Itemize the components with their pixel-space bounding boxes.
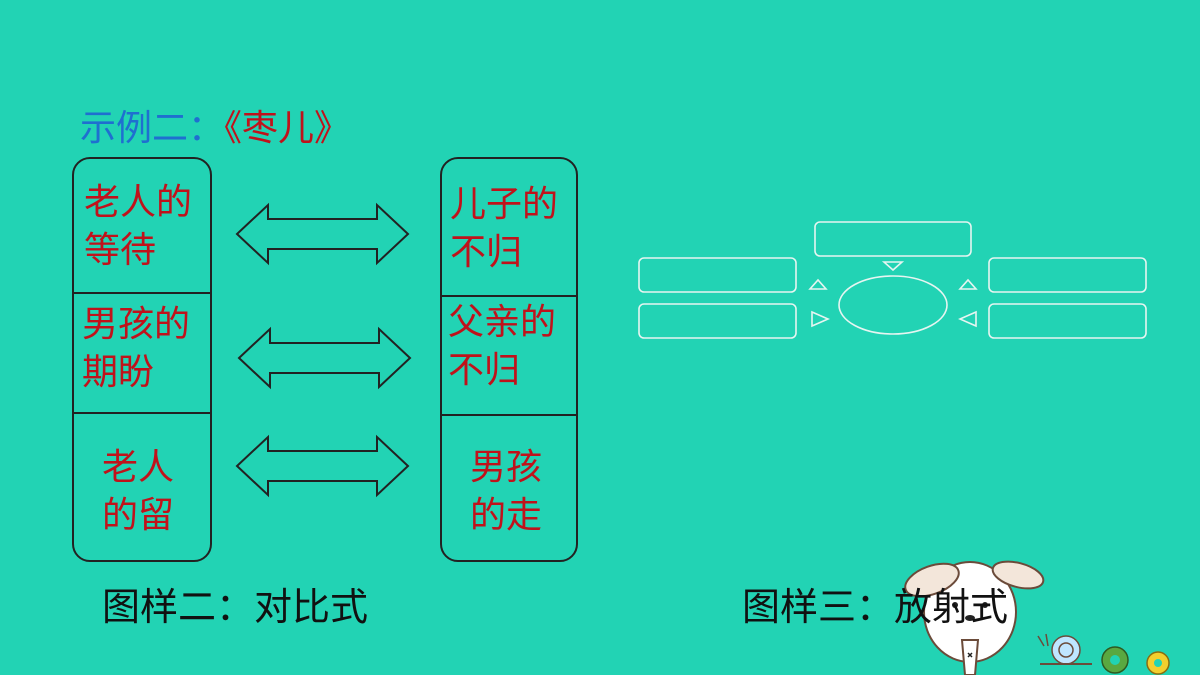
double-arrow-3 — [235, 434, 410, 498]
left-divider-2 — [72, 412, 212, 414]
right-cell-2: 父亲的 不归 — [442, 299, 576, 395]
right-divider-2 — [440, 414, 578, 416]
caption-radial: 图样三：放射式 — [742, 585, 1009, 629]
decorative-rings — [1101, 646, 1170, 675]
puppy-illustration — [904, 560, 1045, 675]
right-cell-1: 儿子的 不归 — [442, 181, 576, 277]
example-title: 示例二：《枣儿》 — [80, 104, 350, 154]
left-divider-1 — [72, 292, 212, 294]
radial-triangle-left-1 — [808, 278, 828, 290]
right-cell-3-line2: 的走 — [470, 495, 543, 536]
radial-box-left-1 — [638, 257, 797, 293]
left-cell-3-line2: 的留 — [102, 495, 175, 536]
left-cell-2-line2: 期盼 — [82, 352, 155, 393]
left-cell-3-line1: 老人 — [102, 447, 175, 488]
radial-triangle-top — [881, 261, 905, 272]
double-arrow-2 — [237, 326, 412, 390]
snail-illustration — [1037, 633, 1092, 665]
right-cell-3: 男孩 的走 — [442, 444, 576, 540]
left-cell-2-line1: 男孩的 — [82, 304, 191, 345]
radial-box-right-1 — [988, 257, 1147, 293]
right-cell-2-line2: 不归 — [448, 350, 521, 391]
caption-contrast: 图样二：对比式 — [102, 585, 369, 629]
title-prefix: 示例二： — [80, 108, 225, 149]
radial-box-right-2 — [988, 303, 1147, 339]
left-cell-3: 老人 的留 — [74, 444, 210, 540]
radial-box-top — [814, 221, 972, 257]
left-cell-1-line1: 老人的 — [84, 182, 193, 223]
right-divider-1 — [440, 295, 578, 297]
right-cell-1-line1: 儿子的 — [450, 184, 559, 225]
radial-diagram — [638, 221, 1147, 339]
right-cell-3-line1: 男孩 — [470, 447, 543, 488]
radial-triangle-right-2 — [958, 310, 977, 328]
left-cell-2: 男孩的 期盼 — [74, 301, 210, 397]
radial-triangle-right-1 — [958, 278, 978, 290]
radial-center-ellipse — [838, 275, 948, 335]
right-cell-1-line2: 不归 — [450, 232, 523, 273]
radial-box-left-2 — [638, 303, 797, 339]
radial-triangle-left-2 — [811, 310, 830, 328]
left-cell-1: 老人的 等待 — [74, 179, 210, 275]
right-column: 儿子的 不归 父亲的 不归 男孩 的走 — [440, 157, 578, 562]
right-cell-2-line1: 父亲的 — [448, 302, 557, 343]
left-cell-1-line2: 等待 — [84, 230, 157, 271]
left-column: 老人的 等待 男孩的 期盼 老人 的留 — [72, 157, 212, 562]
double-arrow-1 — [235, 202, 410, 266]
title-book: 《枣儿》 — [224, 108, 351, 149]
